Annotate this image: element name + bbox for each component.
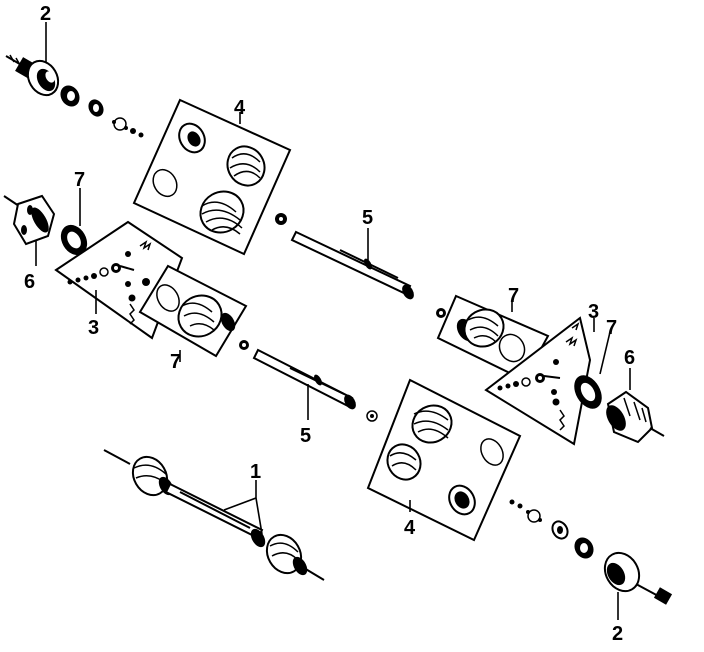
callout-7-right-side: 7 [606,317,617,339]
callout-4-bottom: 4 [404,517,416,539]
callout-4-top: 4 [234,97,246,119]
callout-5-upper: 5 [362,207,373,229]
callout-7-right-top: 7 [508,285,519,307]
callout-3-right: 3 [588,301,599,323]
callout-7-left-top: 7 [74,169,85,191]
snap-ring-bottom [509,499,542,523]
axle-shaft-upper [275,213,446,318]
cage-top [60,85,80,107]
axle-shaft-lower [239,340,378,422]
snap-ring-top [112,117,144,138]
callout-3-left: 3 [88,317,99,339]
inner-joint-housing-left [3,194,56,246]
callout-2-bottom: 2 [612,623,623,645]
leader-1-branch-a [223,497,257,511]
leader-1-branch-b [255,497,263,535]
tripod-kit-right [484,316,592,446]
callout-2-top: 2 [40,3,51,25]
inner-joint-housing-right [606,390,665,444]
boot-kit-box-top [132,98,292,256]
boot-kit-box-left [138,264,248,358]
outer-cv-joint-bottom [603,551,673,605]
axle-assembly-complete [103,449,325,581]
boot-clamp-right [574,375,602,409]
boot-kit-box-bottom [366,378,522,542]
leader-7-right-side [599,331,611,375]
callout-7-left-bottom: 7 [170,351,181,373]
boot-clamp-left [60,224,88,256]
cage-bottom [574,537,594,559]
inner-race-bottom [551,520,569,540]
callout-6-left: 6 [24,271,35,293]
outer-cv-joint-top [5,54,60,97]
callout-1: 1 [250,461,261,483]
callout-6-right: 6 [624,347,635,369]
inner-race-top [88,99,104,117]
callout-5-lower: 5 [300,425,311,447]
boot-kit-box-right [436,294,550,382]
